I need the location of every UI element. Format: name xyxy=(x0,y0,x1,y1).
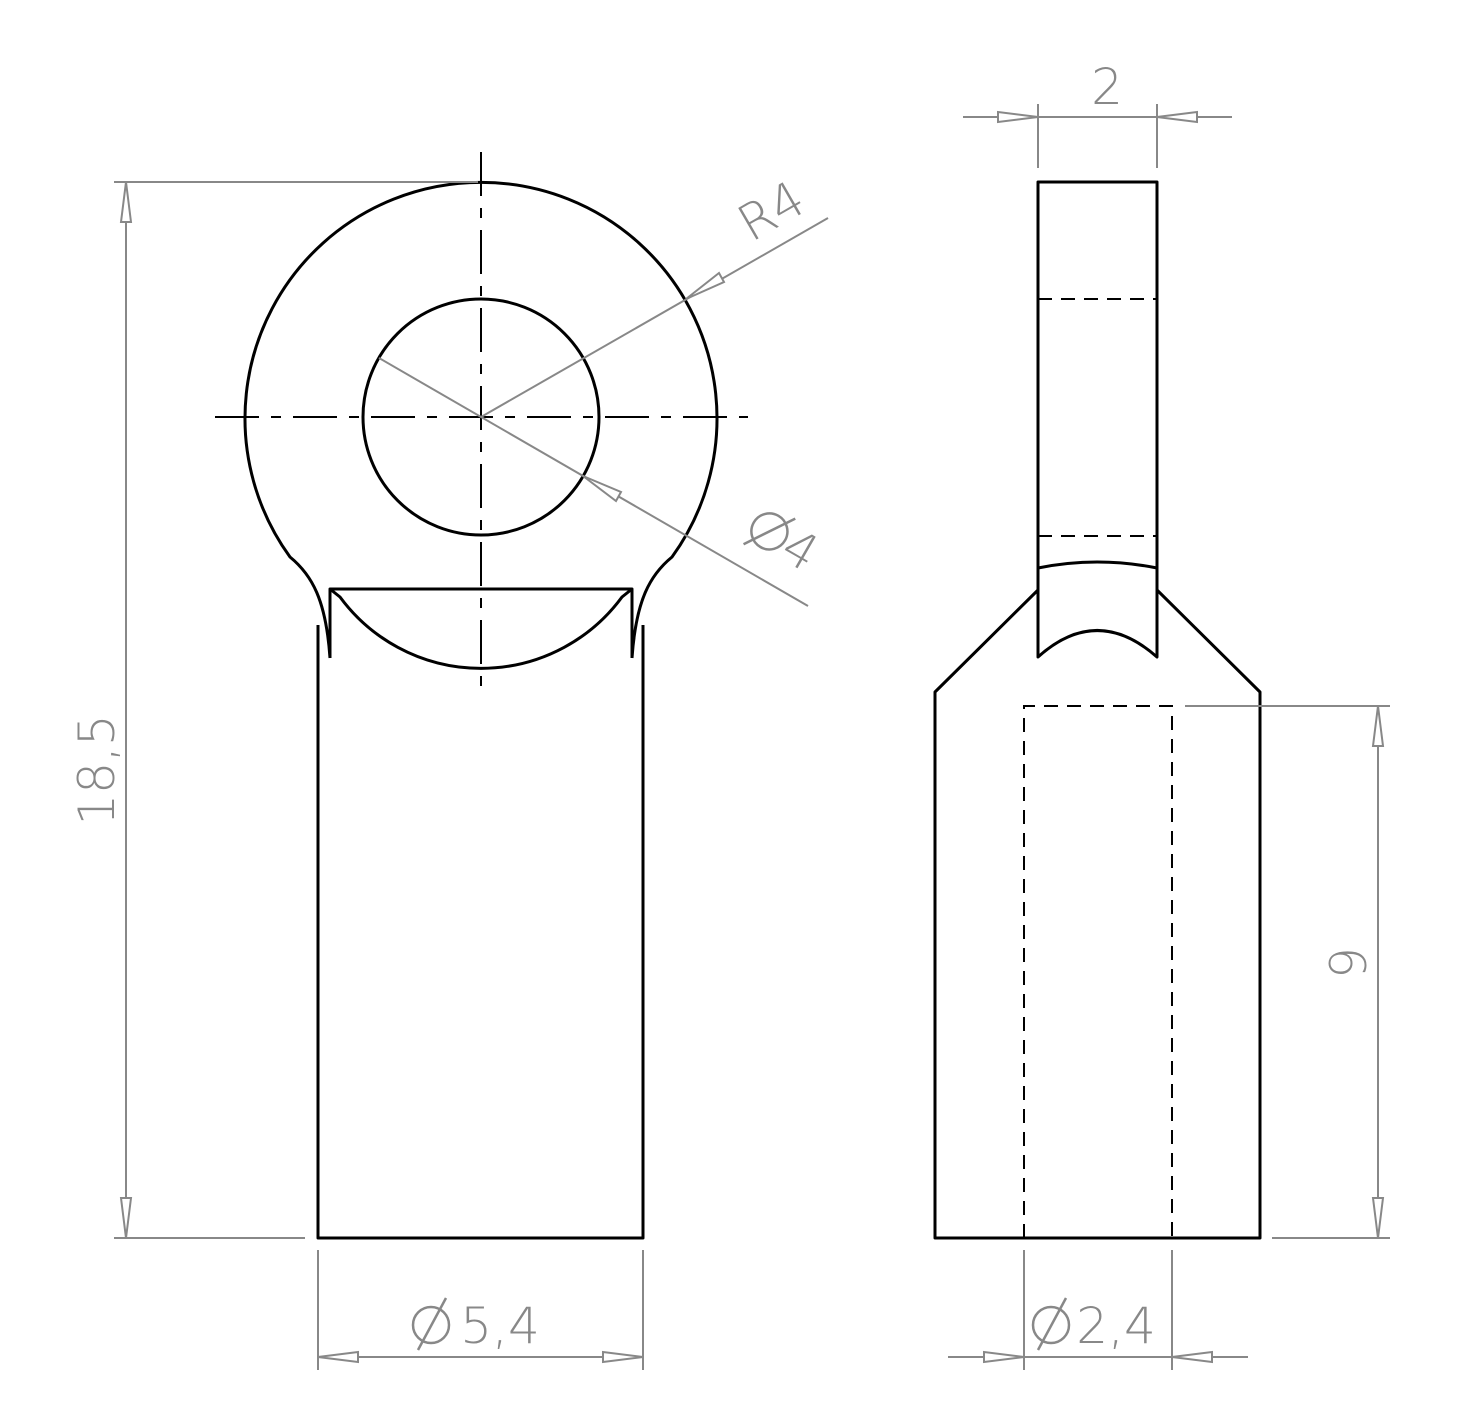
dim-bore-diameter: 2,4 xyxy=(948,1250,1248,1370)
barrel-side-outline xyxy=(933,588,1262,1240)
dim-outer-diameter-label: 5,4 xyxy=(460,1297,540,1355)
front-view xyxy=(215,152,748,1240)
dim-thickness: 2 xyxy=(963,58,1232,168)
arrow-left xyxy=(1156,110,1198,124)
crimp-mouth xyxy=(328,587,634,670)
dim-outer-diameter: 5,4 xyxy=(317,1250,644,1370)
arrow-up xyxy=(1371,705,1385,747)
arrow-radius xyxy=(685,271,726,300)
dim-thickness-label: 2 xyxy=(1091,58,1123,116)
arrow-down xyxy=(1371,1197,1385,1239)
crimp-front-edge xyxy=(1037,560,1158,570)
barrel-body xyxy=(316,625,645,1240)
dim-overall-height: 18,5 xyxy=(68,181,478,1239)
side-view xyxy=(933,180,1262,1240)
diameter-symbol xyxy=(1031,1305,1071,1345)
arrow-up xyxy=(119,181,133,223)
eye-hole xyxy=(361,297,601,537)
diameter-symbol xyxy=(750,512,789,551)
dim-overall-height-label: 18,5 xyxy=(68,714,126,825)
arrow-left xyxy=(1171,1350,1213,1364)
diameter-symbol xyxy=(411,1305,451,1345)
dim-bore-depth: 9 xyxy=(1185,705,1390,1239)
dim-bore-diameter-label: 2,4 xyxy=(1076,1297,1156,1355)
arrow-right xyxy=(983,1350,1025,1364)
dim-hole-diameter: 4 xyxy=(378,357,828,607)
arrow-down xyxy=(119,1197,133,1239)
arrow-left xyxy=(317,1350,359,1364)
arrow-hole xyxy=(582,475,623,503)
hidden-bore xyxy=(1023,705,1173,1238)
arrow-right xyxy=(602,1350,644,1364)
dim-bore-depth-label: 9 xyxy=(1320,947,1378,979)
dim-radius-label: R4 xyxy=(728,170,815,254)
dim-radius: R4 xyxy=(480,170,829,418)
crimp-inner-edge xyxy=(1036,568,1159,659)
arrow-right xyxy=(997,110,1039,124)
tongue-outline xyxy=(1036,180,1159,590)
